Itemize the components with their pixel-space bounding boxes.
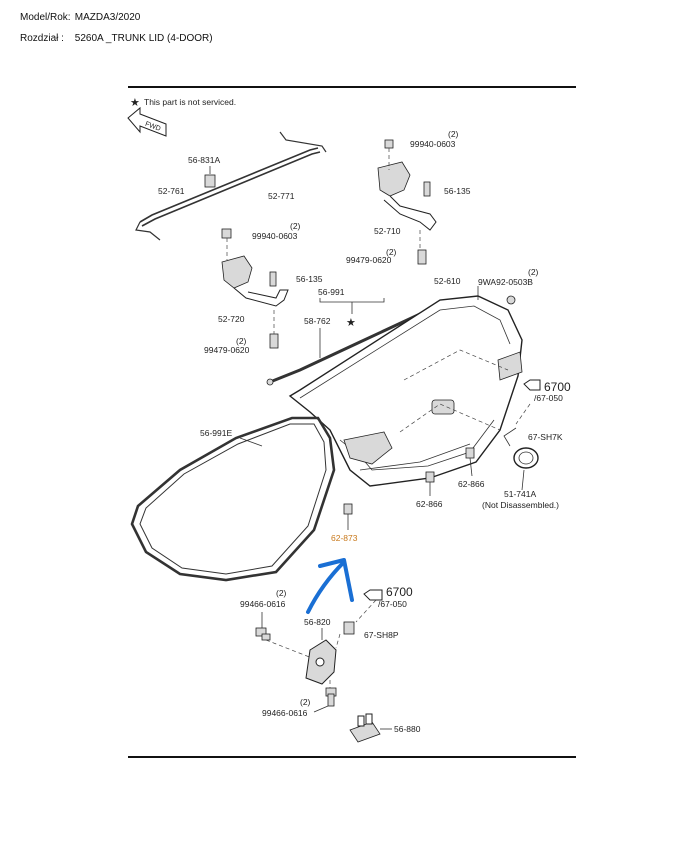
- reference-pointer-icon: [363, 589, 383, 601]
- qty-99466-1: (2): [276, 588, 287, 598]
- label-52-771: 52-771: [268, 191, 295, 201]
- trunk-lid-icon: [288, 295, 523, 487]
- bolt-icon: [255, 627, 271, 641]
- emblem-icon: [513, 447, 539, 469]
- section-key: Rozdział :: [20, 33, 64, 44]
- label-99479-0620-1: 99479-0620: [346, 255, 392, 265]
- label-56-991E: 56-991E: [200, 428, 232, 438]
- section-header: Rozdział : 5260A _TRUNK LID (4-DOOR): [20, 33, 213, 44]
- label-51-741A: 51-741A: [504, 489, 536, 499]
- ref-6700-2: 6700: [386, 585, 413, 599]
- qty-99479-1: (2): [386, 247, 397, 257]
- model-value: MAZDA3/2020: [74, 12, 141, 23]
- star-icon: ★: [130, 97, 140, 109]
- bumper-icon: [465, 447, 475, 459]
- ref-67-050-1: /67-050: [534, 393, 563, 403]
- model-key: Model/Rok:: [20, 12, 71, 23]
- label-99466-0616-2: 99466-0616: [262, 708, 308, 718]
- label-62-873: 62-873: [331, 533, 358, 543]
- model-header: Model/Rok: MAZDA3/2020: [20, 12, 140, 23]
- striker-icon: [349, 713, 381, 743]
- label-56-991: 56-991: [318, 287, 345, 297]
- label-52-720: 52-720: [218, 314, 245, 324]
- label-56-831A: 56-831A: [188, 155, 220, 165]
- diagram-top-rule: [128, 86, 576, 88]
- bolt-icon: [269, 333, 279, 349]
- support-rod-icon: [135, 131, 327, 241]
- qty-99479-2: (2): [236, 336, 247, 346]
- label-52-761: 52-761: [158, 186, 185, 196]
- annotation-arrow-icon: [306, 558, 354, 614]
- clip-icon: [506, 295, 516, 305]
- bolt-icon: [325, 687, 337, 707]
- bolt-icon: [423, 181, 431, 197]
- ref-6700-1: 6700: [544, 380, 571, 394]
- clip-icon: [266, 378, 274, 386]
- fwd-arrow-icon: FWD: [127, 106, 167, 137]
- section-value: 5260A _TRUNK LID (4-DOOR): [74, 33, 213, 44]
- hinge-right-icon: [377, 139, 437, 231]
- qty-99940-1: (2): [448, 129, 459, 139]
- label-56-820: 56-820: [304, 617, 331, 627]
- clip-icon: [204, 174, 216, 188]
- star-icon: ★: [346, 317, 356, 329]
- bumper-icon: [343, 503, 353, 515]
- qty-9WA92: (2): [528, 267, 539, 277]
- connector-icon: [343, 621, 355, 635]
- label-56-135-2: 56-135: [296, 274, 323, 284]
- trunk-latch-icon: [305, 639, 337, 685]
- bolt-icon: [417, 249, 427, 265]
- label-56-880: 56-880: [394, 724, 421, 734]
- label-99940-0603-1: 99940-0603: [410, 139, 456, 149]
- label-58-762: 58-762: [304, 316, 331, 326]
- label-99940-0603-2: 99940-0603: [252, 231, 298, 241]
- hinge-left-icon: [221, 228, 289, 307]
- qty-99940-2: (2): [290, 221, 301, 231]
- label-67-SH7K: 67-SH7K: [528, 432, 563, 442]
- bolt-icon: [269, 271, 277, 287]
- label-62-866-1: 62-866: [458, 479, 485, 489]
- qty-99466-2: (2): [300, 697, 311, 707]
- label-62-866-2: 62-866: [416, 499, 443, 509]
- label-9WA92-0503B: 9WA92-0503B: [478, 277, 533, 287]
- label-56-135-1: 56-135: [444, 186, 471, 196]
- label-99479-0620-2: 99479-0620: [204, 345, 250, 355]
- reference-pointer-icon: [523, 379, 541, 391]
- ref-67-050-2: /67-050: [378, 599, 407, 609]
- diagram-bottom-rule: [128, 756, 576, 758]
- bumper-icon: [425, 471, 435, 483]
- label-52-610: 52-610: [434, 276, 461, 286]
- label-51-741A-note: (Not Disassembled.): [482, 500, 559, 510]
- label-52-710: 52-710: [374, 226, 401, 236]
- label-99466-0616-1: 99466-0616: [240, 599, 286, 609]
- label-67-SH8P: 67-SH8P: [364, 630, 399, 640]
- weatherstrip-seal-icon: [130, 416, 336, 582]
- not-serviced-note: This part is not serviced.: [144, 97, 236, 107]
